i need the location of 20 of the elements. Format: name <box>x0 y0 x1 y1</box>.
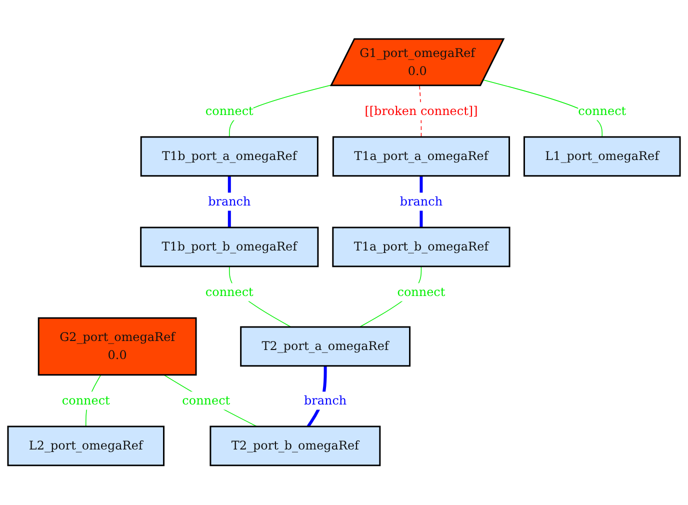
node-box: T1b_port_a_omegaRef <box>140 136 318 177</box>
node-box: T1a_port_a_omegaRef <box>332 136 510 177</box>
edge-label: connect <box>182 394 230 408</box>
node-box: T2_port_b_omegaRef <box>210 426 381 466</box>
edge-label: branch <box>208 194 251 209</box>
node-box: T1b_port_b_omegaRef <box>140 227 319 268</box>
node-box: G2_port_omegaRef 0.0 <box>38 318 197 376</box>
node-box: L2_port_omegaRef <box>7 426 165 466</box>
edge-label: connect <box>62 394 110 408</box>
edge-label: connect <box>205 104 254 118</box>
edge-label: branch <box>400 194 443 209</box>
edge-label: [[broken connect]] <box>364 104 478 118</box>
edge-label: connect <box>205 285 254 300</box>
edge-label: branch <box>304 394 347 408</box>
node-box: T1a_port_b_omegaRef <box>332 227 510 268</box>
connector <box>164 374 258 428</box>
edge-label: connect <box>397 285 446 300</box>
node-box: T2_port_a_omegaRef <box>240 326 411 367</box>
edge-label: connect <box>578 104 626 118</box>
node-box: L1_port_omegaRef <box>523 136 681 177</box>
